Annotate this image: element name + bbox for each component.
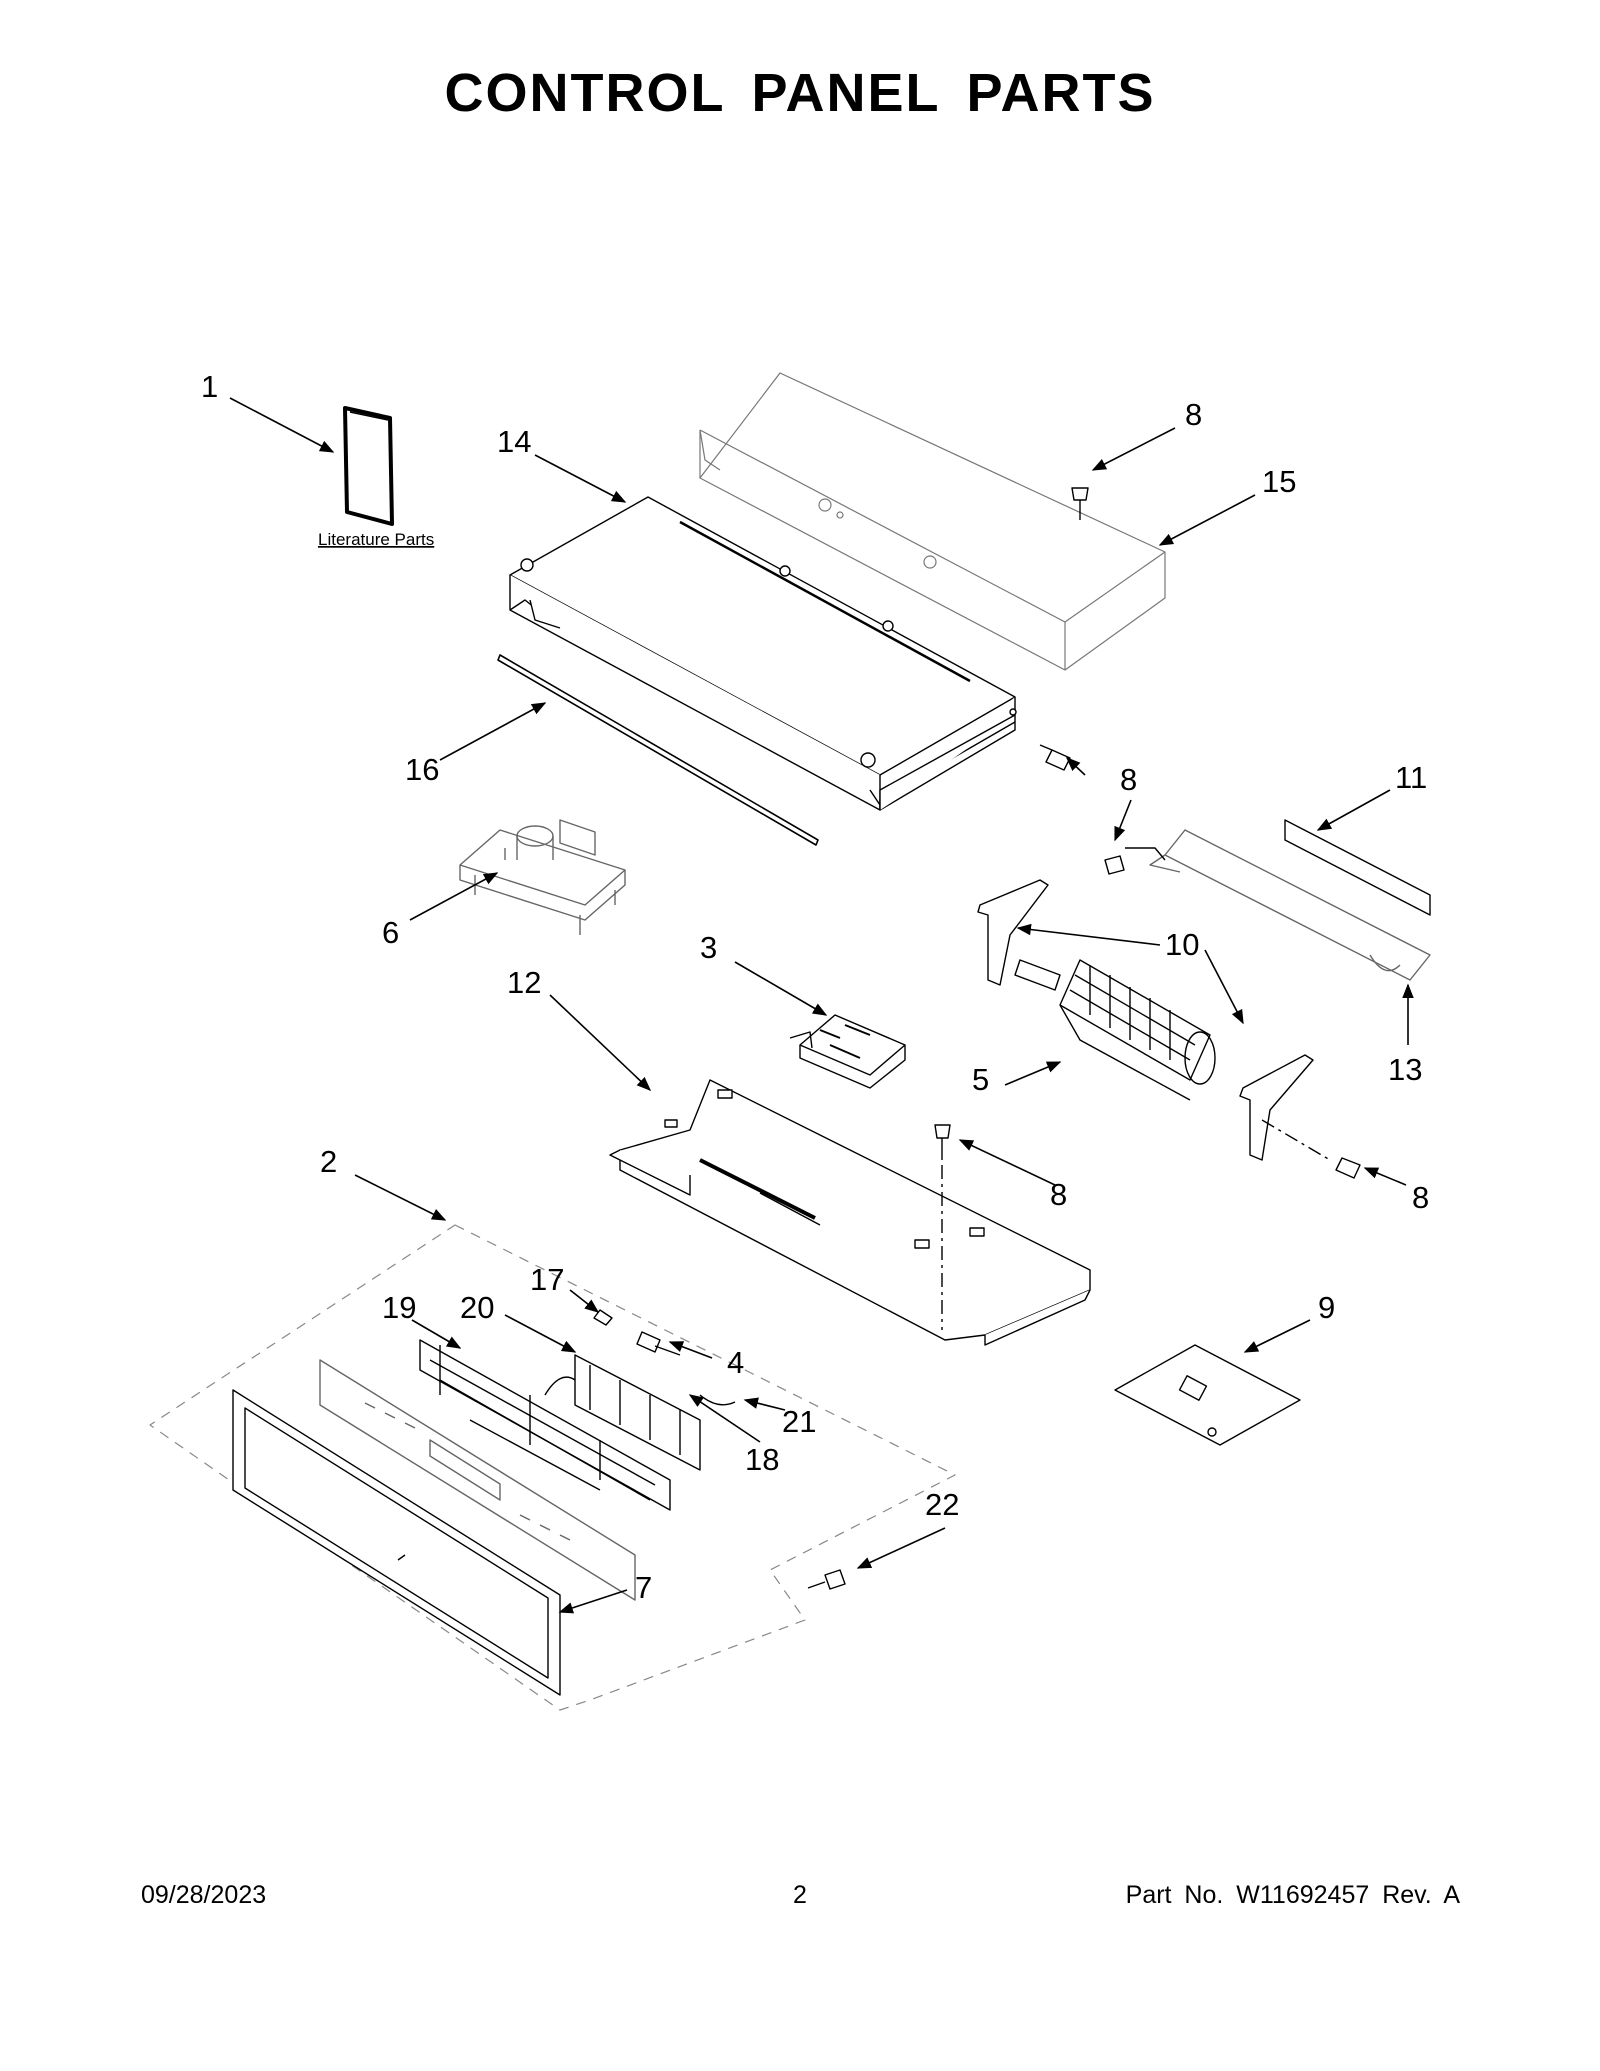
footer-date: 09/28/2023 [141, 1881, 267, 1909]
callout-6: 6 [382, 915, 399, 950]
screw-icon [1071, 487, 1089, 520]
part-4-screw [636, 1331, 681, 1356]
leader-arrows [229, 397, 1414, 1614]
callout-12: 12 [507, 965, 541, 1000]
callout-7: 7 [635, 1570, 652, 1605]
part-21-wire [699, 1394, 736, 1406]
literature-book-icon [343, 406, 394, 526]
part-13-bracket [1149, 829, 1431, 981]
part-20-keyboard-board [419, 1339, 671, 1511]
callout-21: 21 [782, 1404, 816, 1439]
callout-22: 22 [925, 1487, 959, 1522]
footer-part-number: Part No. W11692457 Rev. A [1125, 1881, 1460, 1909]
part-6-power-board [459, 819, 626, 935]
screw-icon [807, 1569, 846, 1590]
page-title: CONTROL PANEL PARTS [444, 63, 1156, 123]
alignment-line [1261, 1119, 1331, 1161]
callout-14: 14 [497, 424, 531, 459]
callout-2: 2 [320, 1144, 337, 1179]
callout-9: 9 [1318, 1290, 1335, 1325]
part-18-display-board [574, 1354, 701, 1471]
part-11-strip [1284, 819, 1431, 916]
screw-icon [1335, 1157, 1361, 1179]
callout-1: 1 [201, 369, 218, 404]
part-9-cover [1114, 1344, 1301, 1446]
part-10-bracket-left [977, 879, 1049, 986]
ribbon-cable [544, 1376, 576, 1396]
part-3-control-board [789, 1014, 906, 1089]
callout-16: 16 [405, 752, 439, 787]
callout-13: 13 [1388, 1052, 1422, 1087]
callout-5: 5 [972, 1062, 989, 1097]
footer-page-number: 2 [793, 1881, 807, 1909]
part-19-overlay [319, 1359, 636, 1601]
part-12-mounting-plate [609, 1079, 1091, 1346]
part-15-rear-cover [699, 372, 1166, 671]
callout-19: 19 [382, 1290, 416, 1325]
part-17-connector [593, 1309, 613, 1326]
part-5-blower [1014, 959, 1216, 1101]
callout-17: 17 [530, 1262, 564, 1297]
part-14-panel-housing [509, 496, 1017, 811]
part-16-strip [497, 654, 819, 846]
part-10-bracket-right [1239, 1054, 1314, 1161]
screw-icon [1039, 744, 1071, 771]
callout-4: 4 [727, 1345, 744, 1380]
part-2-assembly-outline [149, 1224, 956, 1711]
callout-11: 11 [1395, 760, 1427, 795]
callout-labels: 1 14 8 15 16 8 11 6 3 10 12 5 13 2 8 8 1… [201, 369, 1429, 1605]
callout-20: 20 [460, 1290, 494, 1325]
screw-icon [934, 1124, 951, 1160]
callout-15: 15 [1262, 464, 1296, 499]
ground-wire [1125, 847, 1166, 861]
callout-18: 18 [745, 1442, 779, 1477]
screw-icon [1104, 855, 1125, 875]
callout-3: 3 [700, 930, 717, 965]
callout-8: 8 [1185, 397, 1202, 432]
callout-10: 10 [1165, 927, 1199, 962]
callout-8: 8 [1120, 762, 1137, 797]
literature-parts-label: Literature Parts [318, 530, 434, 549]
callout-8: 8 [1412, 1180, 1429, 1215]
part-7-front-glass [232, 1389, 561, 1696]
callout-8: 8 [1050, 1177, 1067, 1212]
